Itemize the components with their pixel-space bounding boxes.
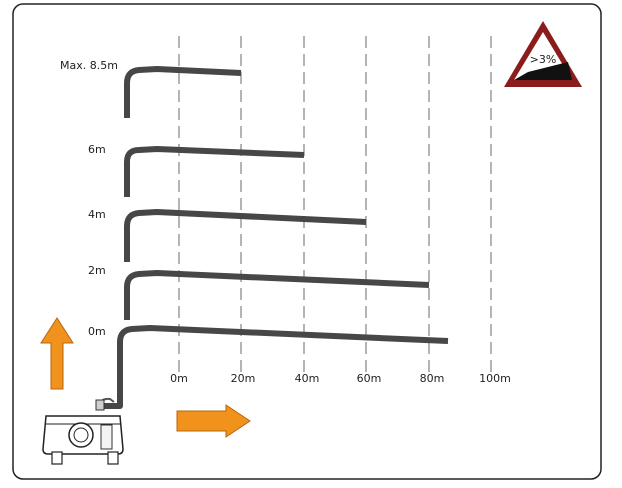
distance-label-80m: 80m <box>420 372 445 385</box>
height-label-2m: 2m <box>88 264 106 277</box>
distance-label-100m: 100m <box>479 372 511 385</box>
pump-unit-icon <box>42 397 124 465</box>
height-label-6m: 6m <box>88 143 106 156</box>
slope-warning-icon: >3% <box>504 21 582 87</box>
distance-labels: 0m 20m 40m 60m 80m 100m <box>170 372 511 385</box>
pipe-route-2m <box>124 270 430 320</box>
pipe-routes <box>102 66 449 409</box>
pipe-route-0m <box>102 325 449 409</box>
distance-grid <box>178 36 492 372</box>
distance-label-20m: 20m <box>231 372 256 385</box>
warning-sign-text: >3% <box>530 53 557 66</box>
height-label-4m: 4m <box>88 208 106 221</box>
pipe-route-4m <box>124 209 367 262</box>
height-label-max: Max. 8.5m <box>60 59 118 72</box>
pipe-route-max <box>124 66 242 118</box>
distance-label-0m: 0m <box>170 372 188 385</box>
diagram-frame <box>12 3 602 480</box>
distance-label-40m: 40m <box>295 372 320 385</box>
up-arrow-icon <box>40 317 74 390</box>
height-label-0m: 0m <box>88 325 106 338</box>
height-labels: Max. 8.5m 6m 4m 2m 0m <box>60 59 118 338</box>
right-arrow-icon <box>176 404 251 438</box>
distance-label-60m: 60m <box>357 372 382 385</box>
pipe-route-6m <box>124 146 305 197</box>
